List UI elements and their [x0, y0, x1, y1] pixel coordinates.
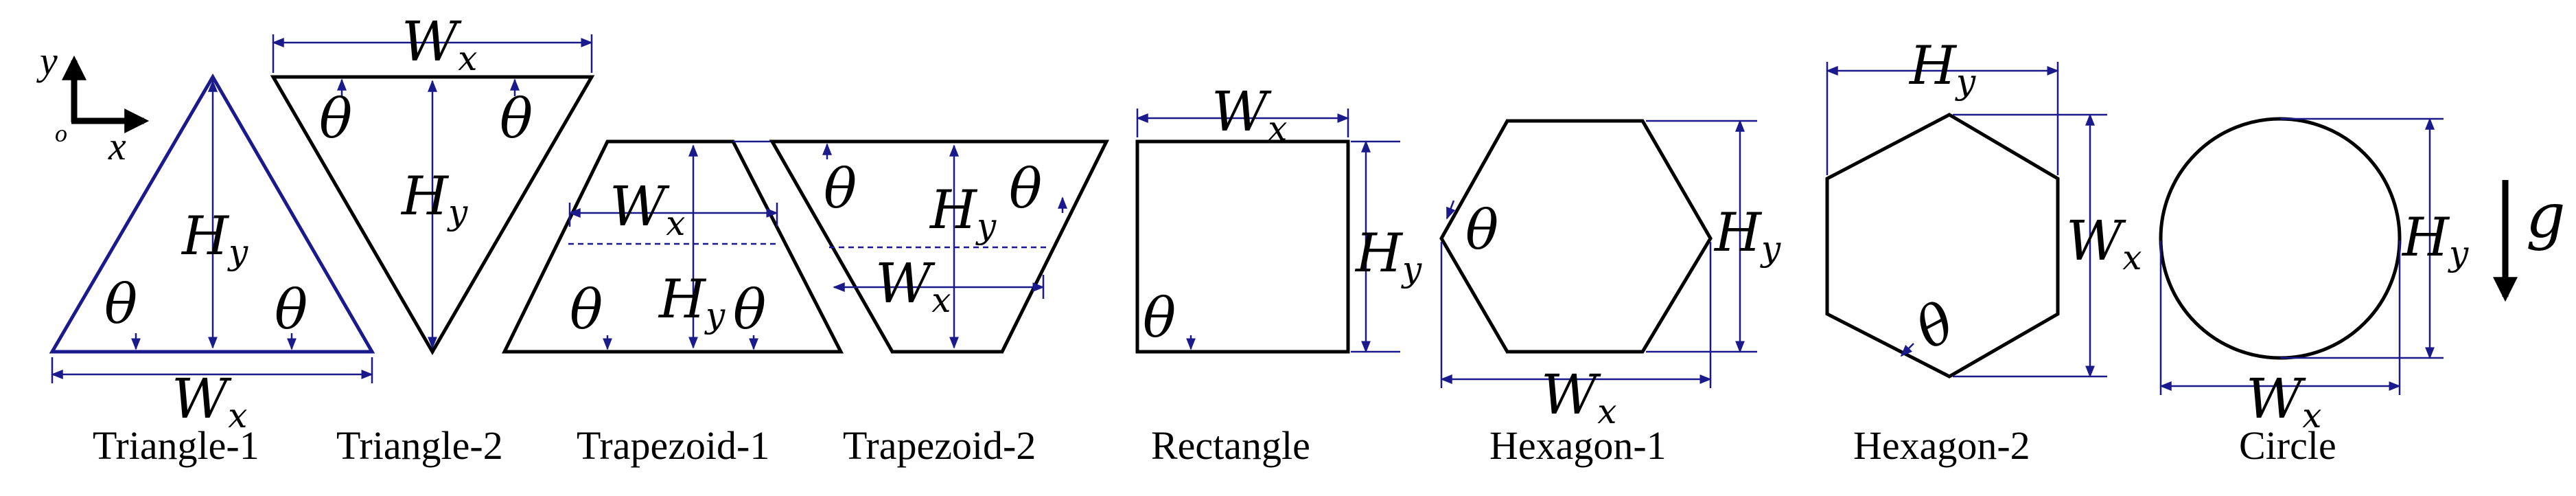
coordinate-axes: y o x	[36, 38, 150, 168]
circle-shape: Hy Wx Circle	[2159, 117, 2469, 468]
hexagon-2-theta: θ	[1905, 290, 1964, 362]
rectangle-theta: θ	[1143, 286, 1176, 350]
hexagon-2-height-label: Hy	[1908, 35, 1976, 102]
triangle-2-theta-left: θ	[319, 87, 352, 150]
trapezoid-2-theta-right: θ	[1009, 157, 1042, 221]
triangle-1-height-label: Hy	[181, 205, 248, 272]
trapezoid-1-theta-left: θ	[570, 278, 603, 341]
triangle-1-shape: Hy θ θ Wx Triangle-1	[49, 74, 375, 468]
triangle-1-theta-left: θ	[104, 272, 137, 336]
axis-y-label: y	[36, 38, 58, 83]
triangle-1-theta-right: θ	[275, 278, 308, 341]
triangle-1-width-label: Wx	[172, 367, 247, 436]
trapezoid-1-width-label: Wx	[610, 174, 685, 243]
trapezoid-1-height-label: Hy	[658, 269, 726, 335]
gravity-indicator: g	[2493, 180, 2566, 302]
axis-origin-label: o	[55, 120, 67, 147]
triangle-2-width-label: Wx	[402, 10, 477, 78]
trapezoid-1-shape: Wx Hy θ θ Trapezoid-1	[501, 139, 844, 468]
rectangle-shape: Wx Hy θ Rectangle	[1135, 80, 1422, 468]
caption-hexagon-1: Hexagon-1	[1489, 423, 1667, 468]
caption-trapezoid-1: Trapezoid-1	[577, 423, 769, 468]
hexagon-1-height-label: Hy	[1713, 202, 1781, 269]
triangle-2-theta-right: θ	[500, 87, 533, 150]
trapezoid-2-theta-left: θ	[824, 157, 857, 221]
trapezoid-2-shape: θ Hy θ Wx Trapezoid-2	[769, 139, 1110, 468]
triangle-2-height-label: Hy	[400, 166, 468, 232]
trapezoid-2-height-label: Hy	[929, 179, 997, 246]
rectangle-height-label: Hy	[1354, 223, 1422, 289]
hexagon-1-theta: θ	[1465, 198, 1498, 262]
caption-rectangle: Rectangle	[1151, 423, 1310, 468]
caption-circle: Circle	[2239, 423, 2336, 468]
circle-width-label: Wx	[2246, 367, 2321, 436]
hexagon-2-shape: Hy Wx θ Hexagon-2	[1825, 35, 2142, 468]
caption-triangle-2: Triangle-2	[336, 423, 503, 468]
trapezoid-1-theta-right: θ	[733, 278, 766, 341]
rectangle-width-label: Wx	[1211, 80, 1287, 148]
hexagon-2-width-label: Wx	[2066, 209, 2142, 278]
hexagon-1-width-label: Wx	[1541, 363, 1616, 431]
gravity-label: g	[2526, 180, 2566, 252]
caption-hexagon-2: Hexagon-2	[1853, 423, 2030, 468]
circle-height-label: Hy	[2401, 207, 2469, 273]
axis-x-label: x	[108, 124, 126, 168]
trapezoid-2-width-label: Wx	[875, 251, 951, 320]
triangle-2-shape: Wx θ θ Hy Triangle-2	[270, 10, 595, 468]
hexagon-1-shape: θ Hy Wx Hexagon-1	[1439, 119, 1781, 468]
caption-triangle-1: Triangle-1	[93, 423, 259, 468]
caption-trapezoid-2: Trapezoid-2	[843, 423, 1036, 468]
